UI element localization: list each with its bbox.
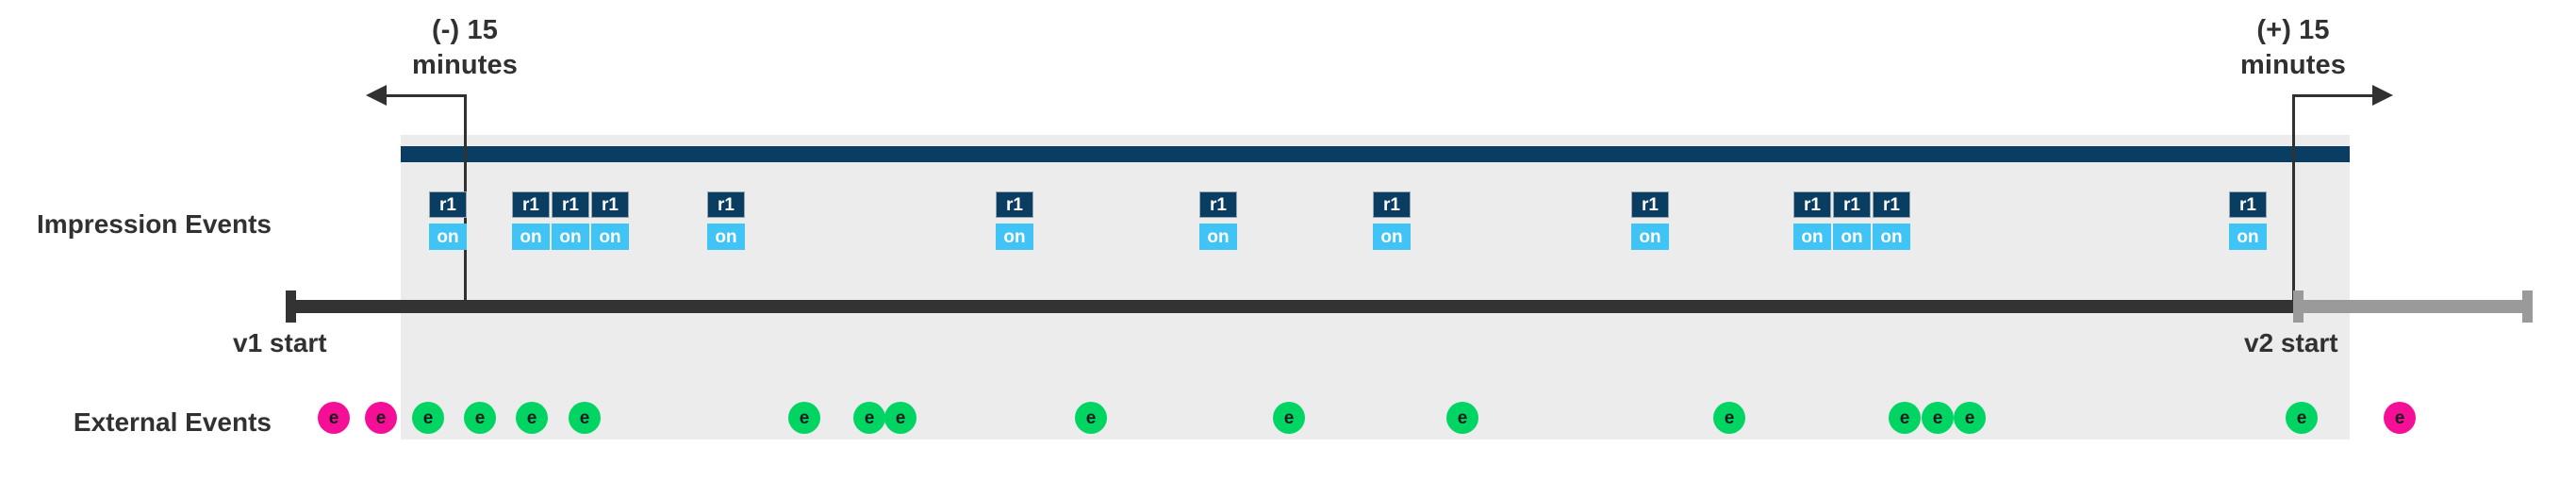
external-event-dot-inside: e: [516, 402, 548, 434]
impression-event-group: r1 on: [2229, 191, 2267, 250]
badge-on: on: [512, 224, 550, 250]
badge-on: on: [2229, 224, 2267, 250]
badge-r1: r1: [707, 191, 745, 218]
badge-r1: r1: [1631, 191, 1669, 218]
v1-start-label: v1 start: [233, 328, 327, 357]
v2-timeline-segment: [2293, 300, 2533, 313]
impression-on-row: on: [2229, 224, 2267, 250]
external-event-dot-inside: e: [569, 402, 601, 434]
impression-event-group: r1 on: [1199, 191, 1237, 250]
badge-on: on: [429, 224, 467, 250]
version-bar: [401, 146, 2350, 162]
impression-r-row: r1: [429, 191, 467, 218]
impression-on-row: on: [707, 224, 745, 250]
impression-r-row: r1: [707, 191, 745, 218]
impression-r-row: r1: [2229, 191, 2267, 218]
badge-r1: r1: [1833, 191, 1871, 218]
impression-r-row: r1: [1631, 191, 1669, 218]
badge-r1: r1: [512, 191, 550, 218]
impression-event-group: r1 on: [1373, 191, 1411, 250]
arrow-right-icon: [2372, 85, 2393, 106]
external-event-dot-inside: e: [1954, 402, 1986, 434]
callout-left-arrow-stem: [382, 94, 467, 97]
badge-on: on: [996, 224, 1033, 250]
external-event-dot-inside: e: [1075, 402, 1107, 434]
external-event-dot-inside: e: [1446, 402, 1478, 434]
impression-r-row: r1: [996, 191, 1033, 218]
external-event-dot-inside: e: [1273, 402, 1305, 434]
impression-on-row: on: [429, 224, 467, 250]
badge-on: on: [1793, 224, 1831, 250]
badge-r1: r1: [429, 191, 467, 218]
badge-r1: r1: [1199, 191, 1237, 218]
impression-event-group: r1 on: [1631, 191, 1669, 250]
external-event-dot-inside: e: [464, 402, 496, 434]
external-event-dot-inside: e: [788, 402, 820, 434]
external-event-dot-inside: e: [853, 402, 885, 434]
badge-r1: r1: [1793, 191, 1831, 218]
badge-r1: r1: [552, 191, 589, 218]
external-event-dot-outside: e: [318, 402, 350, 434]
v2-end-cap: [2522, 290, 2533, 323]
badge-on: on: [1873, 224, 1910, 250]
callout-minus-15-minutes: (-) 15 minutes: [412, 15, 518, 80]
impression-events-label: Impression Events: [37, 209, 272, 239]
external-event-dot-inside: e: [1922, 402, 1954, 434]
badge-on: on: [1199, 224, 1237, 250]
external-event-dot-inside: e: [1713, 402, 1745, 434]
badge-on: on: [1631, 224, 1669, 250]
badge-r1: r1: [1873, 191, 1910, 218]
impression-on-row: on: [1199, 224, 1237, 250]
arrow-left-icon: [366, 85, 387, 106]
badge-on: on: [707, 224, 745, 250]
external-event-dot-inside: e: [884, 402, 916, 434]
badge-on: on: [1373, 224, 1411, 250]
impression-event-group: r1 on: [707, 191, 745, 250]
impression-on-row: on: [996, 224, 1033, 250]
external-event-dot-inside: e: [1889, 402, 1921, 434]
callout-plus-15-minutes: (+) 15 minutes: [2240, 15, 2346, 80]
impression-r-row: r1: [1373, 191, 1411, 218]
badge-on: on: [552, 224, 589, 250]
external-event-dot-inside: e: [2286, 402, 2318, 434]
measurement-window-band: [401, 135, 2350, 440]
badge-r1: r1: [996, 191, 1033, 218]
external-events-label: External Events: [73, 407, 272, 437]
badge-r1: r1: [591, 191, 629, 218]
badge-on: on: [1833, 224, 1871, 250]
badge-r1: r1: [2229, 191, 2267, 218]
impression-on-row: on: [1631, 224, 1669, 250]
impression-event-group: r1 on: [429, 191, 467, 250]
external-event-dot-outside: e: [2384, 402, 2416, 434]
v2-start-cap: [2293, 290, 2304, 323]
callout-right-drop-line: [2292, 94, 2295, 302]
v1-start-cap: [286, 290, 296, 323]
external-event-dot-outside: e: [365, 402, 397, 434]
badge-r1: r1: [1373, 191, 1411, 218]
callout-right-arrow-stem: [2292, 94, 2377, 97]
external-event-dot-inside: e: [412, 402, 444, 434]
impression-r-row: r1: [1199, 191, 1237, 218]
impression-on-row: on: [1373, 224, 1411, 250]
impression-event-group: r1 on: [996, 191, 1033, 250]
badge-on: on: [591, 224, 629, 250]
v1-timeline-segment: [286, 300, 2293, 313]
v2-start-label: v2 start: [2244, 328, 2338, 357]
